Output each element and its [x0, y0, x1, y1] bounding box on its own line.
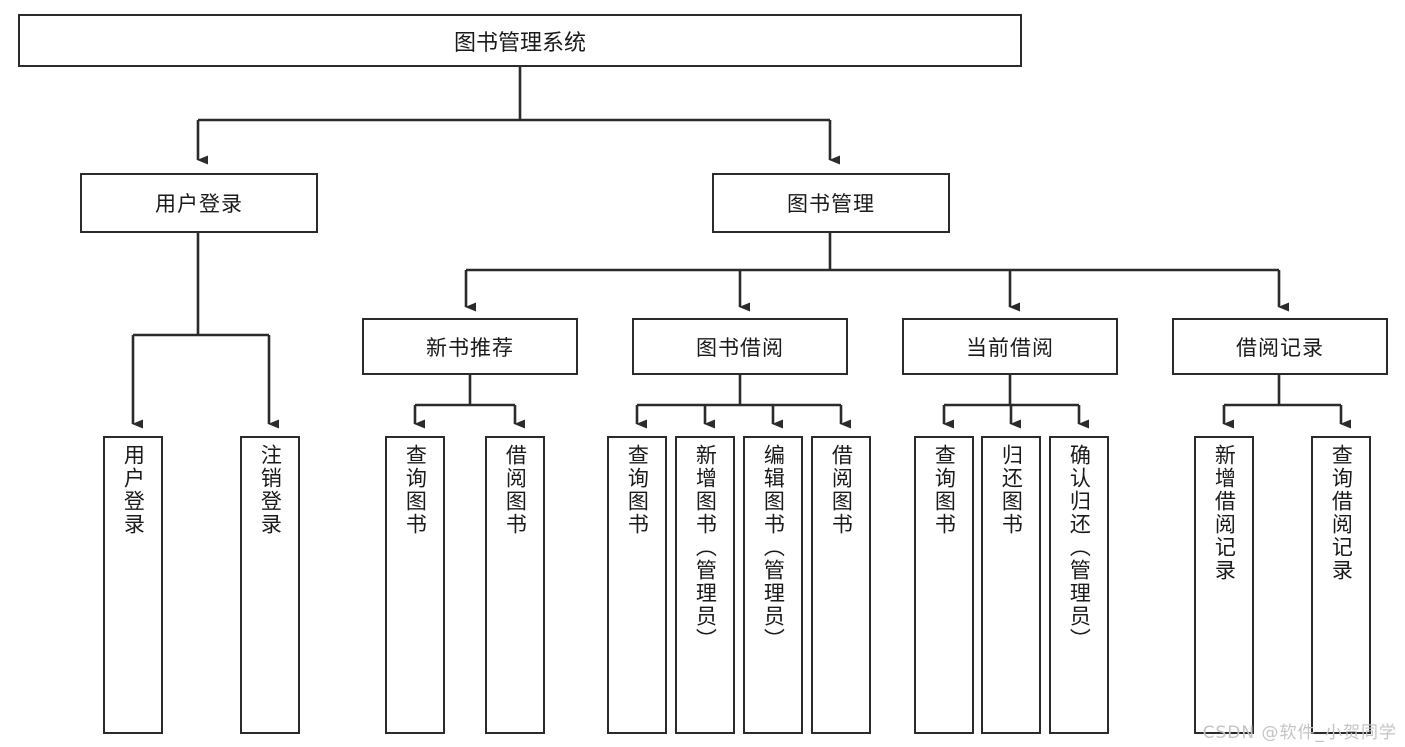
node-label: 当前借阅 [966, 335, 1054, 360]
node-label: 借阅记录 [1236, 335, 1324, 360]
node-book-borrow[interactable]: 图书借阅 [632, 318, 848, 375]
leaf-label: 新增图书（管理员） [693, 444, 718, 651]
leaf-label: 确认归还（管理员） [1067, 444, 1092, 651]
leaf-label: 新增借阅记录 [1212, 444, 1237, 582]
leaf-user-login-login[interactable]: 用户登录 [103, 436, 163, 734]
leaf-current-return-book[interactable]: 归还图书 [981, 436, 1041, 734]
leaf-record-add-record[interactable]: 新增借阅记录 [1194, 436, 1254, 734]
leaf-label: 查询图书 [625, 444, 650, 536]
watermark: CSDN @软件_小贺同学 [1202, 723, 1397, 743]
leaf-label: 编辑图书（管理员） [761, 444, 786, 651]
leaf-recommend-borrow-book[interactable]: 借阅图书 [485, 436, 545, 734]
node-new-book-recommend[interactable]: 新书推荐 [362, 318, 578, 375]
leaf-label: 归还图书 [999, 444, 1024, 536]
node-borrow-record[interactable]: 借阅记录 [1172, 318, 1388, 375]
node-label: 新书推荐 [426, 335, 514, 360]
leaf-label: 注销登录 [258, 444, 283, 536]
node-label: 图书管理 [787, 192, 875, 216]
node-book-management[interactable]: 图书管理 [712, 173, 950, 233]
leaf-current-query-book[interactable]: 查询图书 [914, 436, 974, 734]
node-user-login[interactable]: 用户登录 [80, 173, 318, 233]
node-root-system[interactable]: 图书管理系统 [18, 14, 1022, 67]
leaf-borrow-borrow-book[interactable]: 借阅图书 [811, 436, 871, 734]
leaf-borrow-edit-book-admin[interactable]: 编辑图书（管理员） [743, 436, 803, 734]
node-label: 用户登录 [155, 192, 243, 216]
leaf-current-confirm-return-admin[interactable]: 确认归还（管理员） [1049, 436, 1109, 734]
node-label: 图书借阅 [696, 335, 784, 360]
node-label: 图书管理系统 [453, 30, 586, 56]
leaf-borrow-query-book[interactable]: 查询图书 [607, 436, 667, 734]
node-current-borrow[interactable]: 当前借阅 [902, 318, 1118, 375]
leaf-label: 查询借阅记录 [1329, 444, 1354, 582]
leaf-label: 查询图书 [932, 444, 957, 536]
leaf-borrow-add-book-admin[interactable]: 新增图书（管理员） [675, 436, 735, 734]
leaf-label: 借阅图书 [503, 444, 528, 536]
leaf-label: 查询图书 [403, 444, 428, 536]
leaf-label: 用户登录 [121, 444, 146, 536]
leaf-user-login-logout[interactable]: 注销登录 [240, 436, 300, 734]
leaf-recommend-query-book[interactable]: 查询图书 [385, 436, 445, 734]
leaf-record-query-record[interactable]: 查询借阅记录 [1311, 436, 1371, 734]
leaf-label: 借阅图书 [829, 444, 854, 536]
